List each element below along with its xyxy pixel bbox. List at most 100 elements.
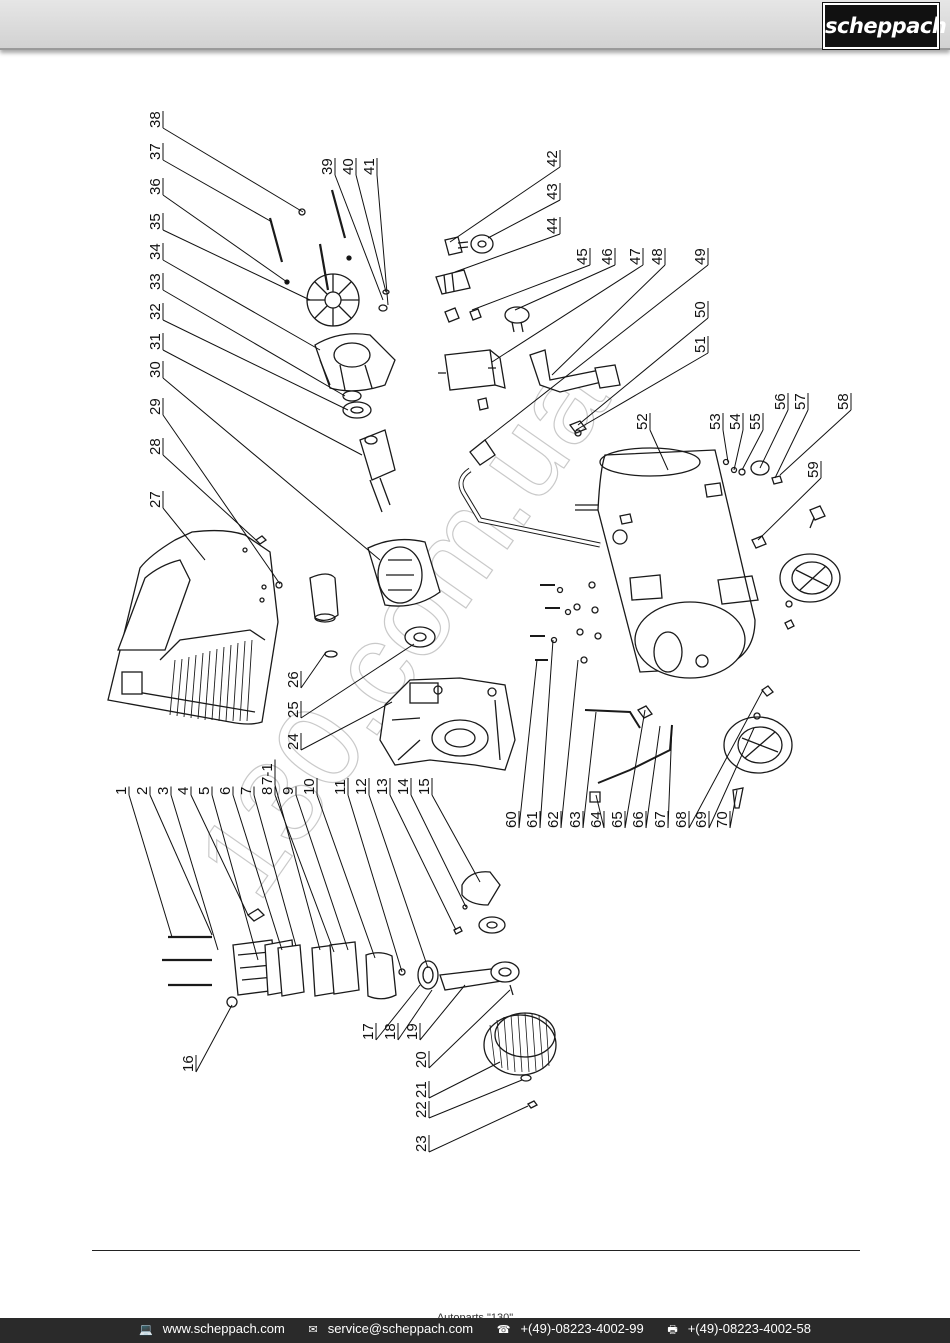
part-number-label: 48 (649, 248, 666, 265)
part-number-label: 41 (361, 158, 378, 175)
part-number-label: 3 (155, 787, 172, 795)
part-number-label: 17 (360, 1023, 377, 1040)
leader-line (162, 127, 304, 213)
part-number-label: 7 (238, 787, 255, 795)
part-number-label: 68 (673, 811, 690, 828)
leader-line (162, 159, 273, 223)
part-number-label: 13 (374, 778, 391, 795)
leader-line (649, 429, 669, 471)
part-number-label: 56 (772, 393, 789, 410)
leader-line (708, 727, 755, 829)
part-number-label: 15 (416, 778, 433, 795)
leader-line (376, 174, 389, 306)
leader-line (162, 377, 381, 561)
leader-line (162, 289, 346, 397)
footer-divider (92, 1250, 860, 1251)
leader-line (162, 507, 206, 561)
part-number-label: 69 (693, 811, 710, 828)
part-number-label: 47 (627, 248, 644, 265)
leader-line (774, 409, 809, 479)
leader-line (471, 264, 591, 311)
part-number-label: 51 (692, 336, 709, 353)
leader-line (518, 659, 538, 829)
leader-line (211, 794, 259, 961)
leader-line (645, 725, 661, 829)
part-number-label: 52 (634, 413, 651, 430)
leader-line (487, 199, 561, 239)
leader-line (170, 794, 219, 951)
leader-line (368, 794, 429, 969)
footer-bar: 💻www.scheppach.com ✉service@scheppach.co… (0, 1318, 950, 1343)
website-link[interactable]: 💻www.scheppach.com (139, 1321, 285, 1336)
leader-line (419, 984, 466, 1041)
leader-line (162, 194, 288, 283)
part-number-label: 27 (147, 491, 164, 508)
leader-line (431, 794, 481, 883)
part-number-label: 9 (280, 787, 297, 795)
leader-line (375, 984, 421, 1041)
fax-icon: 🖶 (667, 1324, 678, 1336)
part-number-label: 6 (217, 787, 234, 795)
leader-line (575, 352, 709, 431)
leader-line (397, 989, 433, 1041)
leader-line (347, 794, 403, 973)
leader-line (274, 784, 321, 951)
leader-line (162, 454, 257, 541)
leader-line (295, 794, 349, 951)
part-number-label: 20 (413, 1051, 430, 1068)
leader-line (334, 174, 384, 301)
leader-line (491, 264, 644, 363)
part-number-label: 36 (147, 178, 164, 195)
part-number-label: 23 (413, 1135, 430, 1152)
part-number-label: 58 (835, 393, 852, 410)
part-number-label: 7-1 (259, 763, 276, 785)
leader-line (560, 659, 579, 829)
part-number-label: 43 (544, 183, 561, 200)
leader-line (741, 429, 764, 471)
part-number-label: 8 (259, 787, 276, 795)
part-number-label: 59 (805, 461, 822, 478)
part-number-label: 46 (599, 248, 616, 265)
part-number-label: 5 (196, 787, 213, 795)
part-number-label: 67 (652, 811, 669, 828)
part-number-label: 70 (714, 811, 731, 828)
part-number-label: 29 (147, 398, 164, 415)
leader-line (162, 259, 321, 351)
part-number-label: 53 (707, 413, 724, 430)
cropped-caption: Autoparts "130" (436, 1312, 514, 1318)
part-number-label: 57 (792, 393, 809, 410)
leader-line (539, 639, 554, 829)
part-number-label: 42 (544, 150, 561, 167)
part-number-label: 66 (630, 811, 647, 828)
leader-line (162, 229, 311, 301)
part-number-label: 10 (301, 778, 318, 795)
part-number-label: 16 (180, 1055, 197, 1072)
part-number-label: 60 (503, 811, 520, 828)
phone-number: ☎+(49)-08223-4002-99 (496, 1321, 644, 1336)
motor-cover-drawing (107, 529, 279, 725)
leader-line (162, 414, 281, 585)
part-number-label: 12 (353, 778, 370, 795)
part-number-label: 55 (747, 413, 764, 430)
monitor-icon: 💻 (139, 1324, 153, 1336)
part-number-label: 14 (395, 778, 412, 795)
part-number-label: 30 (147, 361, 164, 378)
leader-line (253, 794, 297, 947)
leader-line (688, 689, 764, 829)
part-number-label: 63 (567, 811, 584, 828)
part-number-label: 28 (147, 438, 164, 455)
leader-line (759, 409, 789, 469)
leader-line (190, 794, 249, 916)
envelope-icon: ✉ (308, 1324, 318, 1336)
part-number-label: 45 (574, 248, 591, 265)
leader-line (149, 794, 213, 936)
email-link[interactable]: ✉service@scheppach.com (308, 1321, 474, 1336)
part-number-label: 44 (544, 217, 561, 234)
fax-number: 🖶+(49)-08223-4002-58 (667, 1321, 811, 1336)
part-number-label: 33 (147, 273, 164, 290)
leader-line (514, 264, 616, 311)
part-number-label: 37 (147, 143, 164, 160)
leader-line (300, 651, 327, 689)
leader-line (779, 409, 852, 476)
